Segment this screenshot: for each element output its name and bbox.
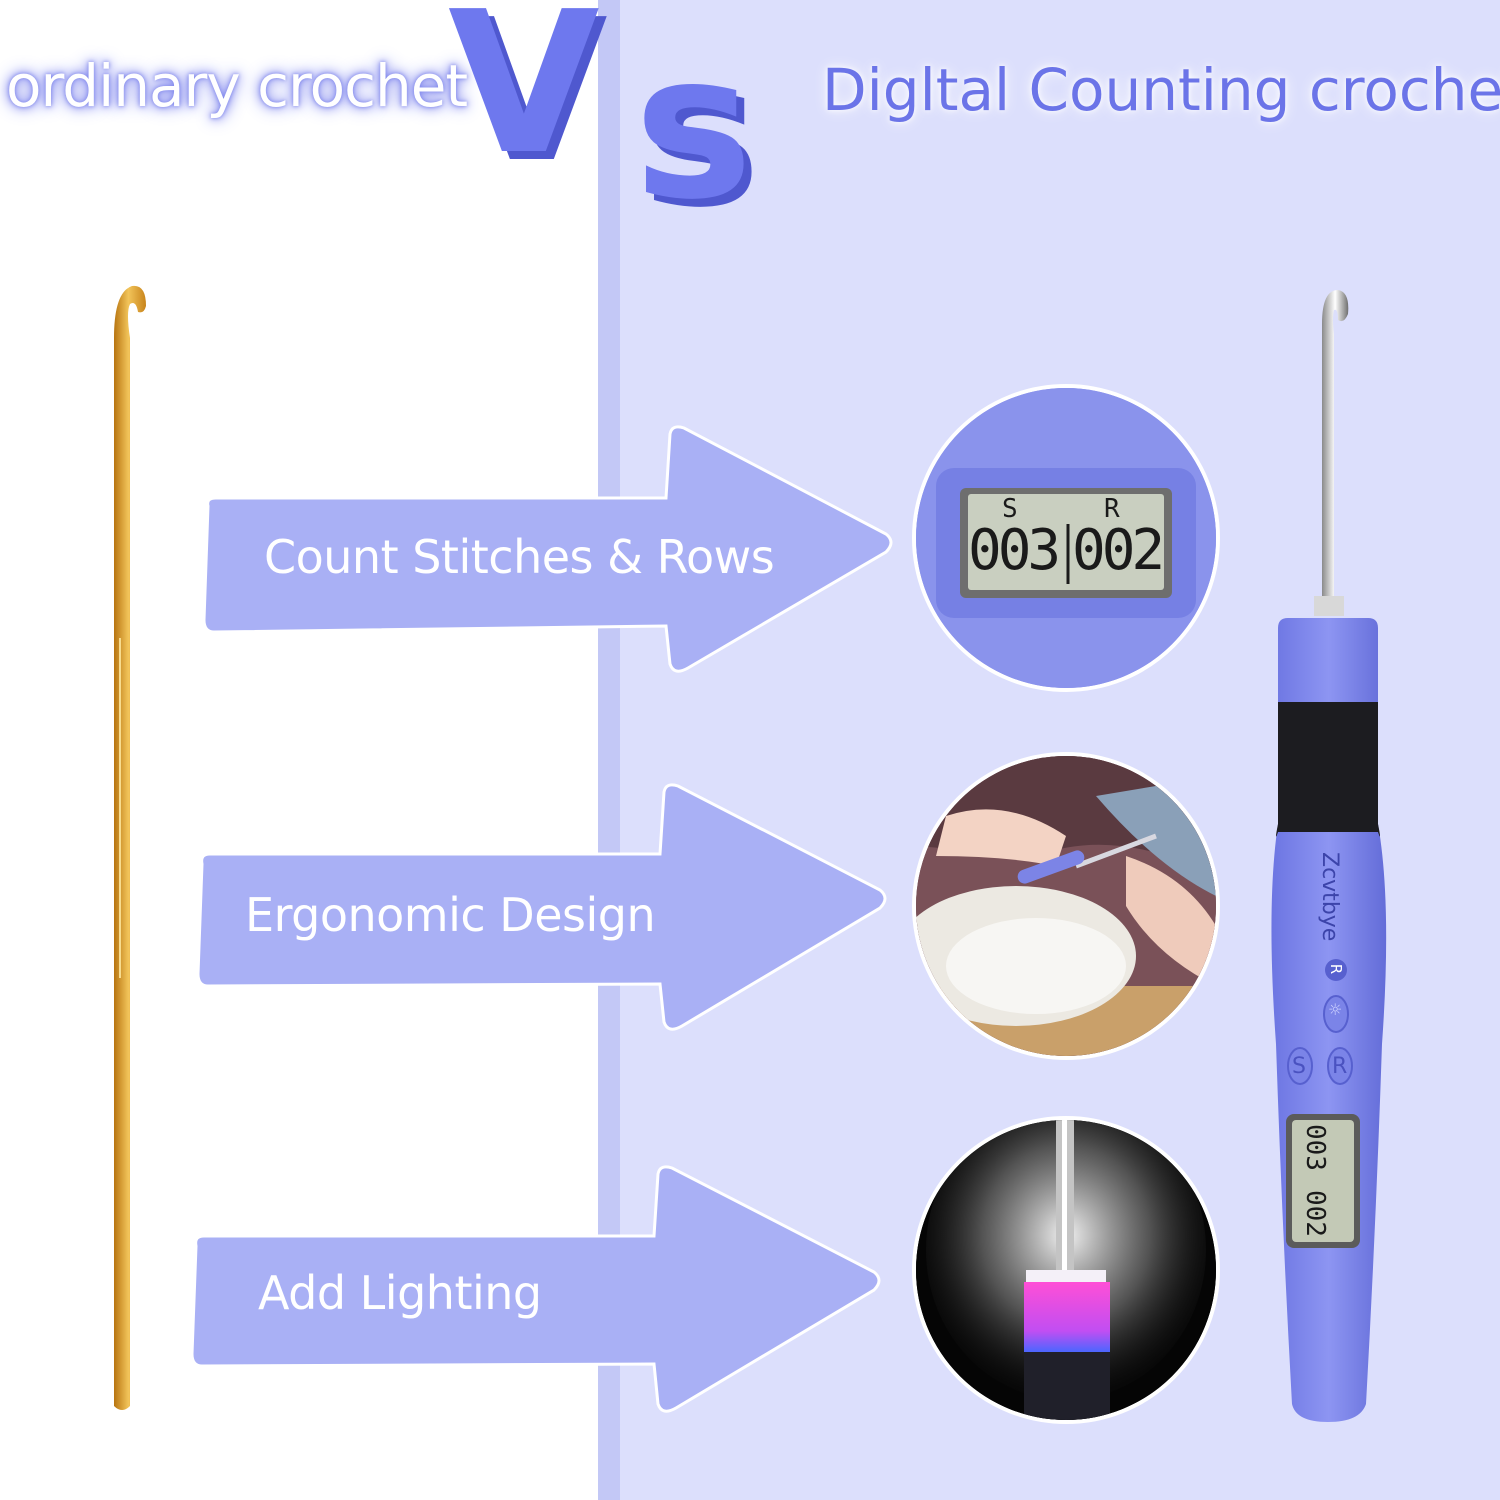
vs-letter-v: V bbox=[448, 0, 600, 198]
ordinary-crochet-title: ordinary crochet bbox=[6, 52, 468, 120]
feature-label-count: Count Stitches & Rows bbox=[264, 530, 775, 584]
row-button[interactable]: R bbox=[1332, 1054, 1348, 1079]
counter-display-art bbox=[916, 388, 1216, 688]
feature-label-lighting: Add Lighting bbox=[258, 1266, 542, 1320]
lcd-stitch-count: 003 bbox=[968, 518, 1061, 583]
lcd-stitch-label: S bbox=[1002, 494, 1018, 524]
divider bbox=[598, 0, 620, 1500]
hands-crocheting-illustration bbox=[916, 756, 1216, 1056]
brand-label: Zcvtbye bbox=[1317, 852, 1342, 942]
vs-letter-s: s bbox=[634, 11, 754, 244]
counter-display-badge: S R 003 002 bbox=[912, 384, 1220, 692]
lighting-illustration bbox=[916, 1120, 1216, 1420]
product-lcd-row: 002 bbox=[1300, 1190, 1330, 1237]
feature-arrow-count bbox=[202, 425, 893, 673]
ordinary-crochet-hook-icon bbox=[114, 285, 146, 1410]
product-lcd-stitch: 003 bbox=[1300, 1124, 1330, 1171]
lcd-row-label: R bbox=[1104, 494, 1120, 524]
light-button[interactable]: ☼ bbox=[1328, 1000, 1343, 1019]
registered-mark: R bbox=[1327, 963, 1346, 975]
lcd-row-count: 002 bbox=[1072, 518, 1165, 583]
feature-arrow-lighting bbox=[190, 1165, 881, 1413]
stitch-button[interactable]: S bbox=[1292, 1054, 1306, 1079]
feature-arrow-ergonomic bbox=[196, 783, 887, 1031]
feature-label-ergonomic: Ergonomic Design bbox=[245, 888, 656, 942]
digital-counting-crochet-icon bbox=[1271, 290, 1387, 1422]
lighting-photo-badge bbox=[912, 1116, 1220, 1424]
ergonomic-photo-badge bbox=[912, 752, 1220, 1060]
digital-counting-crochet-title: Digltal Counting crochet bbox=[822, 56, 1500, 124]
